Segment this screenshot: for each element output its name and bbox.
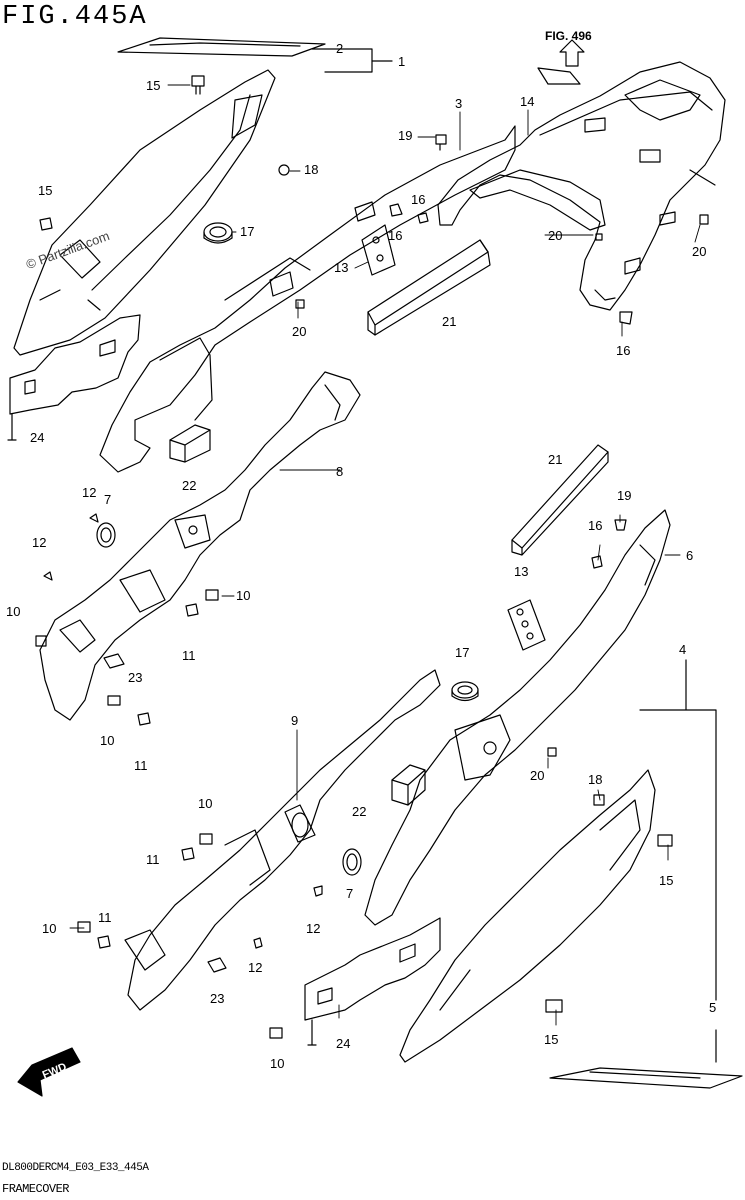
callout-c12b: 12	[32, 535, 46, 550]
callout-c23b: 23	[210, 991, 224, 1006]
callout-c20a: 20	[292, 324, 306, 339]
callout-c21b: 21	[548, 452, 562, 467]
callout-c10b: 10	[236, 588, 250, 603]
callout-c14: 14	[520, 94, 534, 109]
callout-c7b: 7	[346, 886, 353, 901]
callout-c10f: 10	[270, 1056, 284, 1071]
callout-c23a: 23	[128, 670, 142, 685]
side-cover-part-4	[399, 769, 656, 1063]
callout-c10c: 10	[100, 733, 114, 748]
section-name: FRAMECOVER	[2, 1182, 70, 1196]
cross-reference-label[interactable]: FIG. 496	[545, 29, 592, 43]
callout-c8: 8	[336, 464, 343, 479]
bracket-part-24-lower	[304, 917, 441, 1046]
callout-c21a: 21	[442, 314, 456, 329]
callout-c10a: 10	[6, 604, 20, 619]
leader-bracket-1	[311, 48, 393, 73]
callout-c9: 9	[291, 713, 298, 728]
grommet-part-17-right	[451, 681, 479, 702]
callout-c19b: 19	[617, 488, 631, 503]
seat-pad-part-5	[549, 1067, 743, 1089]
callout-c13a: 13	[334, 260, 348, 275]
rubber-block-part-22-upper	[169, 424, 211, 463]
fwd-arrow: FWD	[17, 1047, 81, 1097]
cross-reference-arrow	[537, 39, 585, 85]
seat-pad-part-2	[117, 37, 326, 57]
callout-c15a: 15	[146, 78, 160, 93]
callout-c1: 1	[398, 54, 405, 69]
callout-c11c: 11	[146, 852, 160, 867]
callout-c18a: 18	[304, 162, 318, 177]
frame-cover-part-8	[39, 371, 361, 721]
callout-c16a: 16	[411, 192, 425, 207]
callout-c18b: 18	[588, 772, 602, 787]
callout-c15b: 15	[38, 183, 52, 198]
callout-c17a: 17	[240, 224, 254, 239]
fasteners	[35, 75, 709, 1039]
frame-cover-part-9	[124, 669, 441, 1011]
callout-c22b: 22	[352, 804, 366, 819]
callout-c20d: 20	[530, 768, 544, 783]
callout-c7a: 7	[104, 492, 111, 507]
callout-c12d: 12	[248, 960, 262, 975]
callout-c15c: 15	[659, 873, 673, 888]
callout-c19a: 19	[398, 128, 412, 143]
figure-title: FIG.445A	[2, 2, 148, 32]
callout-c16b: 16	[388, 228, 402, 243]
callout-c11d: 11	[98, 910, 112, 925]
damper-part-13-upper	[361, 224, 396, 276]
callout-c10e: 10	[42, 921, 56, 936]
callout-c22a: 22	[182, 478, 196, 493]
callout-c20b: 20	[548, 228, 562, 243]
callout-c4: 4	[679, 642, 686, 657]
grommet-part-7-upper	[96, 522, 116, 548]
callout-c20c: 20	[692, 244, 706, 259]
callout-c6: 6	[686, 548, 693, 563]
side-cover-left-upper	[13, 69, 276, 356]
frame-cover-part-3	[99, 125, 516, 473]
callout-c13b: 13	[514, 564, 528, 579]
callout-c16c: 16	[616, 343, 630, 358]
callout-c16d: 16	[588, 518, 602, 533]
callout-c5: 5	[709, 1000, 716, 1015]
grommet-part-7-lower	[342, 848, 362, 876]
callout-c11a: 11	[182, 648, 196, 663]
callout-c3: 3	[455, 96, 462, 111]
leader-bracket-4-5	[639, 659, 717, 1063]
rear-subframe-cover-part-14	[437, 61, 726, 311]
callout-c12c: 12	[306, 921, 320, 936]
frame-cover-part-6	[364, 509, 671, 926]
bracket-part-24-upper	[7, 314, 141, 441]
callout-c12a: 12	[82, 485, 96, 500]
callout-c2a: 2	[336, 41, 343, 56]
model-code: DL800DERCM4_E03_E33_445A	[2, 1162, 149, 1174]
rubber-bar-part-21-upper	[367, 239, 491, 336]
callout-c17b: 17	[455, 645, 469, 660]
callout-c11b: 11	[134, 758, 148, 773]
callout-c10d: 10	[198, 796, 212, 811]
grommet-part-17-upper	[203, 222, 233, 244]
callout-c15d: 15	[544, 1032, 558, 1047]
callout-c24b: 24	[336, 1036, 350, 1051]
leader-lines	[69, 84, 701, 1026]
damper-part-13-right	[507, 599, 546, 651]
rubber-bar-part-21-right	[511, 444, 609, 556]
callout-c24a: 24	[30, 430, 44, 445]
rubber-block-part-22-lower	[391, 764, 426, 806]
